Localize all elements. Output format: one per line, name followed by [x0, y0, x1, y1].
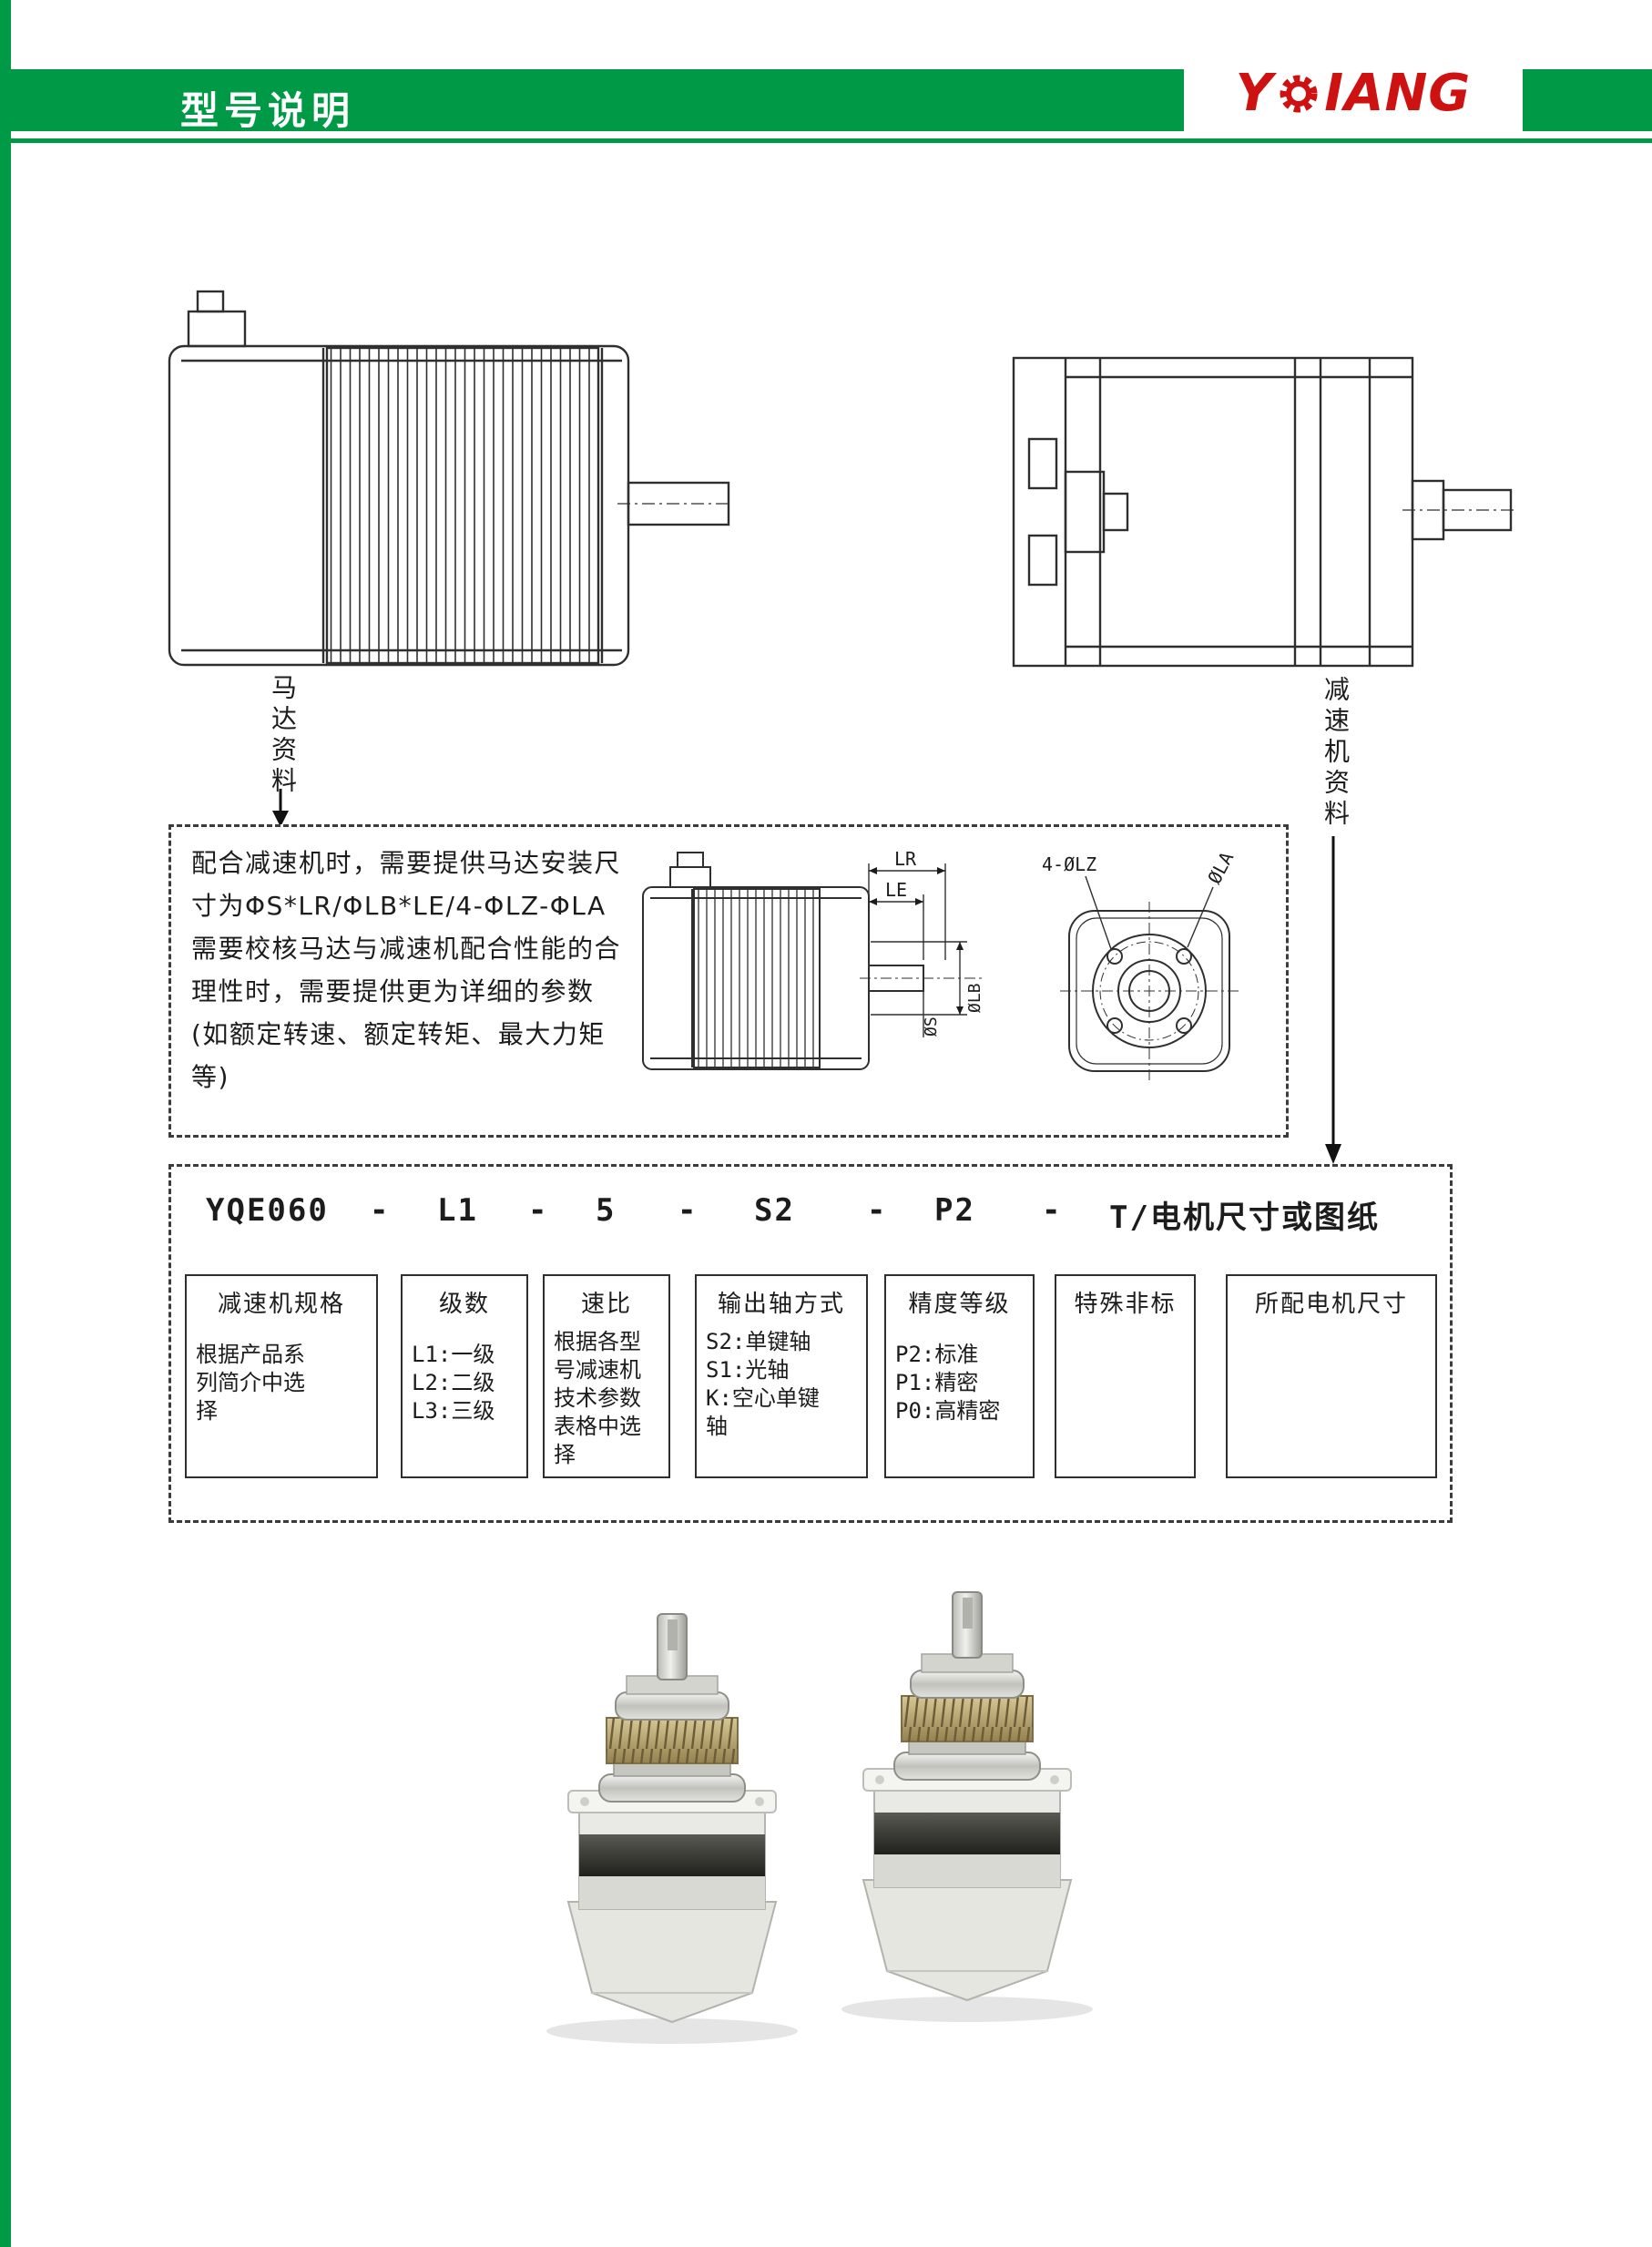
info-line: 需要校核马达与减速机配合性能的合: [191, 934, 622, 964]
field-box-output-shaft: 输出轴方式 S2:单键轴 S1:光轴 K:空心单键 轴: [695, 1274, 868, 1478]
field-line: P2:标准: [895, 1342, 979, 1367]
field-line: L3:三级: [412, 1398, 495, 1424]
field-line: 号减速机: [554, 1357, 641, 1383]
dim-label-olz: 4-ØLZ: [1042, 853, 1096, 875]
model-code-motor-size: T/电机尺寸或图纸: [1109, 1200, 1380, 1236]
field-line: 列简介中选: [196, 1370, 305, 1395]
motor-data-label: 马达资料: [268, 674, 298, 798]
field-title: 减速机规格: [217, 1291, 345, 1318]
motor-dimension-drawing: LR LE ØS ØLB: [642, 848, 984, 1070]
field-box-reducer-spec: 减速机规格 根据产品系 列简介中选 择: [185, 1274, 378, 1478]
field-box-special: 特殊非标: [1055, 1274, 1196, 1478]
info-line: 配合减速机时，需要提供马达安装尺: [191, 848, 622, 878]
field-title: 速比: [580, 1291, 632, 1318]
motor-mounting-text: 配合减速机时，需要提供马达安装尺 寸为ΦS*LR/ΦLB*LE/4-ΦLZ-ΦL…: [191, 842, 628, 1098]
field-title: 输出轴方式: [717, 1291, 845, 1318]
field-line: 择: [196, 1398, 218, 1424]
model-code-dash: -: [528, 1192, 549, 1229]
motor-drawing: [168, 290, 731, 667]
field-line: P1:精密: [895, 1370, 979, 1395]
product-photo: [546, 1591, 1094, 2045]
info-line: (如额定转速、额定转矩、最大力矩: [191, 1019, 606, 1049]
brand-text-prefix: Y: [1235, 63, 1274, 123]
field-line: L2:二级: [412, 1370, 495, 1395]
field-line: S1:光轴: [706, 1357, 790, 1383]
field-title: 特殊非标: [1074, 1291, 1177, 1318]
field-line: 根据产品系: [196, 1342, 305, 1367]
field-box-stages: 级数 L1:一级 L2:二级 L3:三级: [401, 1274, 528, 1478]
model-code-ratio: 5: [596, 1192, 617, 1229]
field-title: 级数: [438, 1291, 490, 1318]
model-code-box: YQE060 - L1 - 5 - S2 - P2 - T/电机尺寸或图纸 减速…: [168, 1164, 1453, 1523]
model-code-dash: -: [678, 1192, 699, 1229]
model-code-series: YQE060: [206, 1192, 329, 1229]
info-line: 寸为ΦS*LR/ΦLB*LE/4-ΦLZ-ΦLA: [191, 891, 607, 921]
down-arrow-icon: [272, 789, 289, 827]
model-code-dash: -: [370, 1192, 391, 1229]
reducer-data-label: 减速机资料: [1321, 676, 1351, 831]
dim-label-lr: LR: [894, 848, 917, 870]
model-code-dash: -: [1042, 1192, 1063, 1229]
field-line: 轴: [706, 1414, 728, 1439]
reducer-drawing: [1012, 356, 1514, 668]
down-arrow-icon: [1325, 836, 1341, 1164]
field-title: 精度等级: [908, 1291, 1011, 1318]
field-line: 根据各型: [554, 1329, 641, 1354]
field-line: 技术参数: [554, 1385, 641, 1411]
field-line: 择: [554, 1442, 576, 1467]
field-line: L1:一级: [412, 1342, 495, 1367]
field-title: 所配电机尺寸: [1254, 1291, 1408, 1318]
model-code-precision: P2: [934, 1192, 975, 1229]
left-edge-stripe: [0, 0, 11, 2247]
field-line: K:空心单键: [706, 1385, 820, 1411]
field-box-ratio: 速比 根据各型 号减速机 技术参数 表格中选 择: [543, 1274, 670, 1478]
page-title: 型号说明: [180, 88, 356, 133]
model-code-shaft: S2: [754, 1192, 795, 1229]
field-line: S2:单键轴: [706, 1329, 811, 1354]
field-box-motor-size: 所配电机尺寸: [1226, 1274, 1437, 1478]
motor-mounting-info-box: 配合减速机时，需要提供马达安装尺 寸为ΦS*LR/ΦLB*LE/4-ΦLZ-ΦL…: [168, 824, 1289, 1138]
header-underline: [0, 138, 1652, 143]
flange-dimension-drawing: 4-ØLZ ØLA: [1042, 848, 1239, 1082]
info-line: 等): [191, 1062, 229, 1092]
brand-text-suffix: IANG: [1324, 63, 1472, 123]
field-box-precision: 精度等级 P2:标准 P1:精密 P0:高精密: [884, 1274, 1035, 1478]
field-line: P0:高精密: [895, 1398, 1001, 1424]
info-line: 理性时，需要提供更为详细的参数: [191, 976, 595, 1006]
gear-icon: [1280, 75, 1318, 113]
dim-label-olb: ØLB: [965, 983, 984, 1013]
brand-logo: Y IANG: [1184, 49, 1523, 137]
model-code-stage: L1: [437, 1192, 478, 1229]
dim-label-ola: ØLA: [1203, 848, 1238, 887]
dim-label-le: LE: [885, 879, 907, 901]
dim-label-os: ØS: [922, 1016, 941, 1037]
model-code-dash: -: [867, 1192, 888, 1229]
field-line: 表格中选: [554, 1414, 641, 1439]
